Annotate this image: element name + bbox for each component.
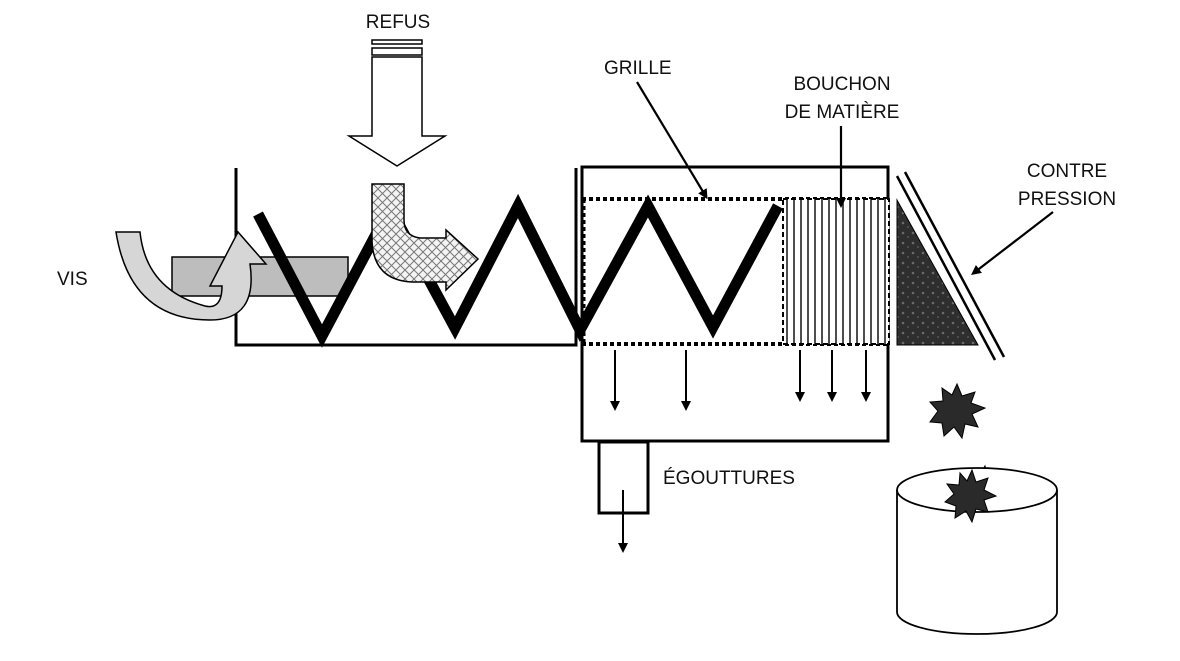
pellet-burst [928, 382, 987, 440]
label-vis: VIS [57, 269, 88, 290]
label-egouttures: ÉGOUTTURES [663, 468, 795, 489]
label-refus: REFUS [366, 12, 430, 33]
material-plug [782, 198, 890, 345]
back-pressure-pointer [971, 211, 1054, 276]
label-contre-line2: PRESSION [1018, 189, 1116, 210]
pressure-plate-line1 [895, 175, 997, 361]
pressure-cone [896, 198, 979, 346]
pellet-burst [944, 468, 998, 524]
intake-arrow [346, 56, 448, 167]
intake-bar-bottom [371, 47, 423, 56]
intake-bar-top [371, 39, 423, 45]
label-grille: GRILLE [604, 58, 672, 79]
grille-pointer [636, 81, 708, 200]
label-bouchon-line2: DE MATIÈRE [785, 102, 900, 123]
label-bouchon-line1: BOUCHON [793, 74, 890, 95]
rotation-arrow [115, 230, 268, 321]
screw-flight [253, 193, 783, 348]
feed-flow-arrow [371, 183, 480, 292]
collection-bin [896, 490, 1058, 635]
pressure-plate-line2 [903, 171, 1006, 358]
label-contre-line1: CONTRE [1027, 161, 1107, 182]
